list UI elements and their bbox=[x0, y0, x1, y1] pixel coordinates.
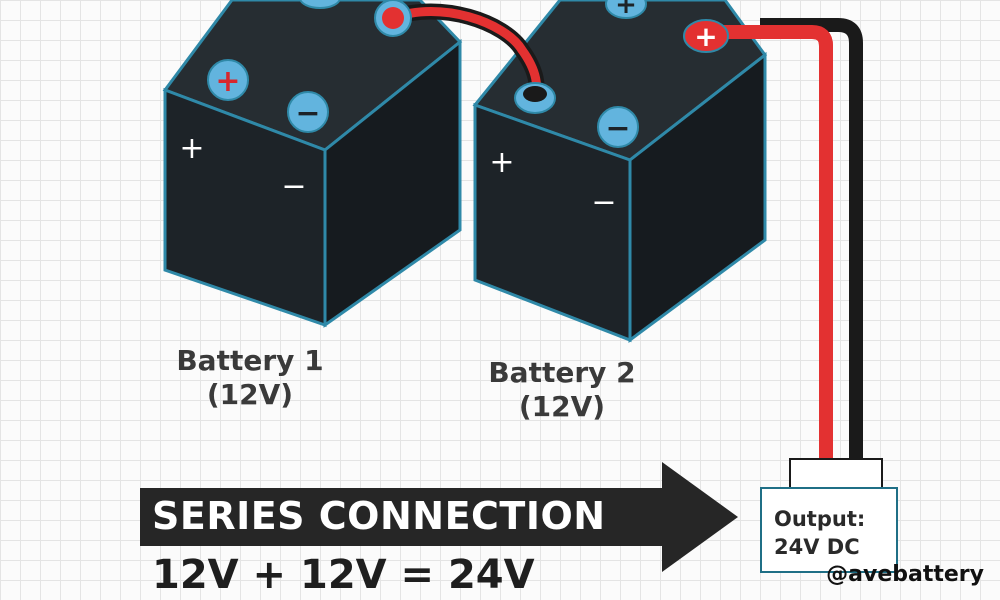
minus-terminal-icon bbox=[597, 106, 639, 148]
battery-2-plus-output-terminal: + bbox=[683, 19, 729, 53]
battery-2-minus-link-terminal bbox=[514, 82, 556, 114]
plus-terminal-icon bbox=[605, 0, 647, 19]
terminal-cap bbox=[523, 86, 547, 102]
battery-1-label: Battery 1 (12V) bbox=[150, 344, 350, 412]
plus-terminal-icon bbox=[207, 59, 249, 101]
battery-2-top-plus-terminal: + bbox=[605, 0, 647, 20]
battery-2-name: Battery 2 bbox=[488, 356, 636, 389]
battery-1-top-terminal bbox=[299, 0, 341, 9]
terminal-icon bbox=[299, 0, 341, 9]
battery-1-minus-terminal: − bbox=[287, 91, 329, 133]
output-voltage: 24V DC bbox=[774, 535, 860, 559]
battery-1-side bbox=[323, 38, 462, 328]
battery-2-voltage: (12V) bbox=[518, 390, 606, 423]
terminal-cap bbox=[382, 7, 404, 29]
battery-1-voltage: (12V) bbox=[206, 378, 294, 411]
side-minus-mark: − bbox=[281, 169, 306, 204]
output-connector bbox=[789, 458, 883, 490]
output-wire-black bbox=[760, 18, 863, 462]
watermark: @avebattery bbox=[826, 562, 984, 587]
battery-2: − + + − bbox=[472, 0, 768, 343]
terminal-plus-sign: + bbox=[615, 0, 637, 20]
side-minus-mark: − bbox=[591, 185, 616, 220]
battery-1-name: Battery 1 bbox=[176, 344, 324, 377]
terminal-minus-sign: − bbox=[295, 96, 320, 131]
terminal-plus-sign: + bbox=[215, 64, 240, 99]
battery-2-side bbox=[628, 51, 767, 343]
series-arrow-icon bbox=[140, 462, 738, 572]
plus-terminal-icon bbox=[683, 19, 729, 53]
output-box: Output: 24V DC bbox=[760, 487, 898, 573]
minus-terminal-icon bbox=[287, 91, 329, 133]
series-connection-label: SERIES CONNECTION bbox=[152, 494, 606, 538]
battery-2-minus-terminal: − bbox=[597, 106, 639, 148]
battery-1-plus-terminal: + bbox=[207, 59, 249, 101]
output-wire-red-top bbox=[720, 25, 833, 47]
voltage-equation: 12V + 12V = 24V bbox=[152, 552, 535, 598]
output-label: Output: bbox=[774, 507, 866, 531]
terminal-plus-sign: + bbox=[694, 20, 717, 53]
terminal-minus-sign: − bbox=[605, 111, 630, 146]
battery-1: + − + − bbox=[162, 0, 463, 328]
side-plus-mark: + bbox=[489, 145, 514, 180]
battery-2-label: Battery 2 (12V) bbox=[462, 356, 662, 424]
battery-1-plus-link-terminal bbox=[374, 0, 412, 37]
side-plus-mark: + bbox=[179, 131, 204, 166]
